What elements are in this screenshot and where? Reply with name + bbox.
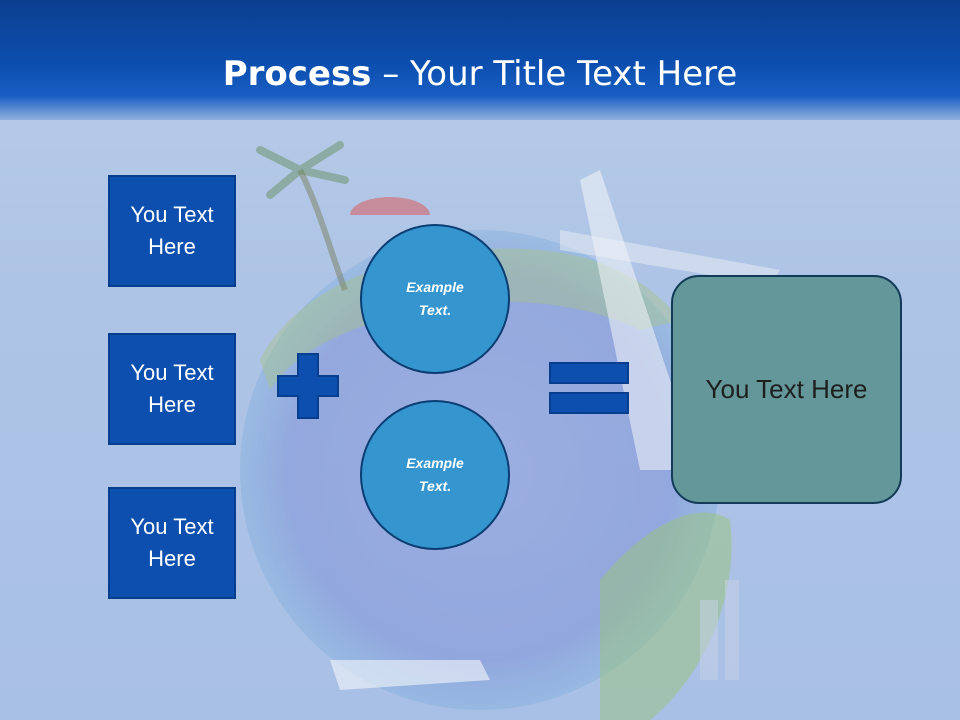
- building-shape: [725, 580, 739, 680]
- title-bar: [0, 0, 960, 120]
- title-bold: Process: [222, 54, 372, 94]
- airplane-wing: [560, 230, 780, 285]
- title-rest: – Your Title Text Here: [371, 54, 738, 94]
- slide-title: Process – Your Title Text Here: [0, 52, 960, 96]
- text-box-3[interactable]: You Text Here: [108, 487, 236, 599]
- umbrella-shape: [350, 197, 430, 215]
- example-circle-2[interactable]: Example Text.: [360, 400, 510, 550]
- building-shape: [700, 600, 718, 680]
- example-circle-1[interactable]: Example Text.: [360, 224, 510, 374]
- equals-sign-icon: [549, 362, 629, 414]
- palm-leaves: [256, 141, 349, 199]
- land-shape: [600, 512, 732, 720]
- text-box-2[interactable]: You Text Here: [108, 333, 236, 445]
- result-box[interactable]: You Text Here: [671, 275, 902, 504]
- airplane-shape: [580, 170, 700, 470]
- plus-sign-icon: [277, 353, 339, 419]
- ship-shape: [330, 660, 490, 690]
- text-box-1[interactable]: You Text Here: [108, 175, 236, 287]
- palm-trunk: [297, 168, 348, 292]
